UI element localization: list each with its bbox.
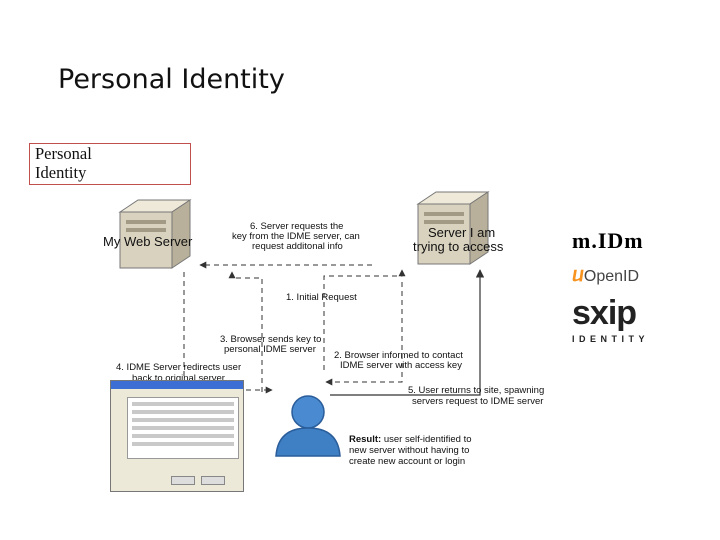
step-6-line-3: request additonal info xyxy=(252,241,343,252)
openid-mark-icon: ⴎ xyxy=(572,264,584,286)
arrow-step-3 xyxy=(228,271,263,392)
target-server-label-1: Server I am xyxy=(428,225,496,240)
step-6-line-2: key from the IDME server, can xyxy=(232,231,360,242)
sxip-identity-text: IDENTITY xyxy=(572,334,650,344)
step-5-line-1: 5. User returns to site, spawning xyxy=(408,385,545,396)
result-line-3: create new account or login xyxy=(349,456,466,467)
step-3-line-1: 3. Browser sends key to xyxy=(220,334,322,345)
result-line-2: new server without having to xyxy=(349,445,470,456)
arrow-step-5 xyxy=(330,269,485,396)
result-label: Result: xyxy=(349,434,382,445)
step-6-line-1: 6. Server requests the xyxy=(250,221,344,232)
midm-logo: m.IDm xyxy=(572,228,644,253)
result-line-1: Result: user self-identified to xyxy=(349,434,472,445)
slide-title: Personal Identity xyxy=(58,64,285,95)
tag-line-1: Personal xyxy=(35,144,92,163)
result-text-1: user self-identified to xyxy=(381,434,472,445)
openid-logo-text: OpenID xyxy=(583,268,640,285)
sxip-logo: sxip xyxy=(572,294,637,332)
target-server-label-2: trying to access xyxy=(413,239,504,254)
step-3-line-2: personal IDME server xyxy=(224,344,316,355)
arrow-step-2 xyxy=(325,282,403,386)
step-4-line-1: 4. IDME Server redirects user xyxy=(116,362,242,373)
user-icon xyxy=(275,395,341,457)
web-server-icon xyxy=(118,199,192,269)
step-1-label: 1. Initial Request xyxy=(286,292,357,303)
dialog-screenshot-image xyxy=(110,380,244,492)
web-server-label: My Web Server xyxy=(103,234,193,249)
step-2-line-1: 2. Browser informed to contact xyxy=(334,350,463,361)
personal-identity-tag: Personal Identity xyxy=(29,143,191,185)
arrow-step-1 xyxy=(323,269,406,370)
step-2-line-2: IDME server with access key xyxy=(340,360,462,371)
tag-line-2: Identity xyxy=(35,163,87,182)
openid-logo: ⴎOpenID xyxy=(572,262,639,287)
step-5-line-2: servers request to IDME server xyxy=(412,396,544,407)
target-server-icon xyxy=(416,191,490,265)
step-4-line-2: back to original server xyxy=(132,373,225,384)
